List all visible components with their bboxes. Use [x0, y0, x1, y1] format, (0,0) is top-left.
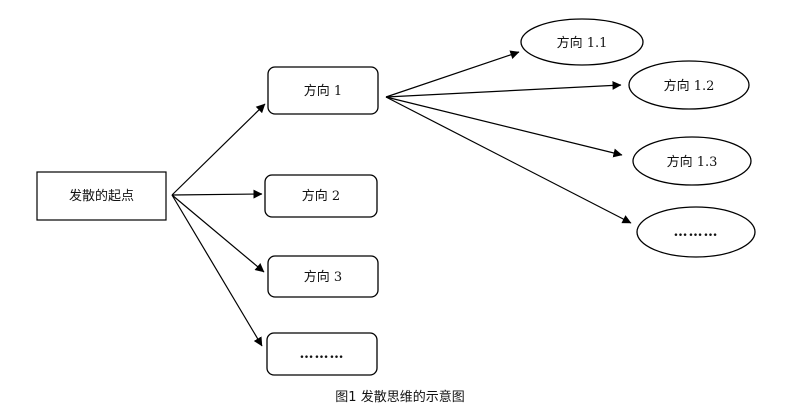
- sub-branch-node-4-label: ………: [674, 224, 719, 240]
- branch-node-1-label: 方向 1: [304, 83, 342, 99]
- branch-node-3-box: [267, 255, 379, 298]
- branch-node-2-box: [264, 174, 378, 218]
- arrow-root-to-branch-3: [171, 194, 265, 273]
- arrow-root-to-branch-2: [171, 189, 263, 199]
- arrow-root-to-branch-1: [171, 103, 266, 196]
- branch-node-2: 方向 2: [264, 174, 378, 218]
- branch-node-4-box: [266, 332, 378, 376]
- root-node: 发散的起点: [36, 171, 167, 221]
- branch-node-1: 方向 1: [267, 66, 379, 115]
- sub-branch-node-1-ellipse: [520, 18, 644, 66]
- sub-branch-node-1: 方向 1.1: [520, 18, 644, 66]
- arrow-root-to-branch-4: [171, 194, 263, 347]
- branch-node-3-label: 方向 3: [304, 269, 342, 285]
- arrow-branch-1-to-sub-2: [385, 80, 622, 98]
- sub-branch-node-2-label: 方向 1.2: [664, 78, 715, 94]
- branch-node-2-label: 方向 2: [302, 188, 340, 204]
- sub-branch-node-4: ………: [636, 206, 756, 258]
- root-connectors: [171, 103, 266, 347]
- root-node-label: 发散的起点: [69, 188, 134, 204]
- sub-branch-node-2: 方向 1.2: [628, 60, 750, 110]
- branch-node-4: ………: [266, 332, 378, 376]
- sub-branch-node-3-label: 方向 1.3: [667, 154, 718, 170]
- sub-branch-node-3-ellipse: [632, 136, 752, 186]
- branch-node-4-label: ………: [300, 346, 345, 362]
- root-node-box: [36, 171, 167, 221]
- sub-branch-node-1-label: 方向 1.1: [557, 35, 608, 51]
- arrow-branch-1-to-sub-3: [385, 96, 623, 158]
- arrow-branch-1-to-sub-1: [385, 50, 520, 98]
- figure-caption: 图1 发散思维的示意图: [335, 389, 464, 405]
- sub-branch-node-2-ellipse: [628, 60, 750, 110]
- branch-1-connectors: [385, 50, 632, 224]
- sub-branch-node-3: 方向 1.3: [632, 136, 752, 186]
- arrow-branch-1-to-sub-4: [385, 96, 632, 224]
- branch-node-1-box: [267, 66, 379, 115]
- branch-node-3: 方向 3: [267, 255, 379, 298]
- sub-branch-node-4-ellipse: [636, 206, 756, 258]
